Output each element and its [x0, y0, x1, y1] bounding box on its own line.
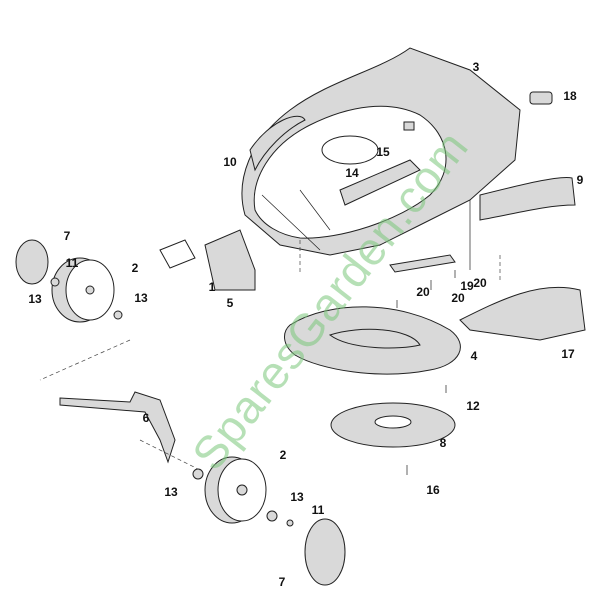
- part-label: 13: [28, 292, 42, 306]
- part-label: 20: [451, 291, 465, 305]
- part-19: [389, 254, 456, 273]
- part-5-chute: [204, 229, 256, 291]
- part-1: [159, 239, 196, 269]
- part-label: 18: [563, 89, 577, 103]
- part-10-side-trim: [249, 115, 306, 172]
- part-label: 4: [470, 349, 478, 363]
- part-label: 14: [345, 166, 359, 180]
- part-label: 10: [223, 155, 237, 169]
- part-18-label-badge: [529, 91, 553, 105]
- part-15: [403, 121, 415, 131]
- part-label: 7: [63, 229, 71, 243]
- part-label: 9: [576, 173, 584, 187]
- part-label: 1: [208, 280, 216, 294]
- part-label: 15: [376, 145, 390, 159]
- part-label: 8: [439, 436, 447, 450]
- part-label: 12: [466, 399, 480, 413]
- part-label: 11: [311, 503, 325, 517]
- part-7-hubcap-left: [15, 239, 49, 285]
- front-wheel-left: [51, 257, 115, 323]
- rear-wheel: [204, 456, 267, 524]
- part-4-blade-guard: [284, 306, 461, 375]
- part-label: 17: [561, 347, 575, 361]
- deck-housing: [241, 47, 521, 270]
- part-17-deflector: [459, 286, 586, 341]
- part-label: 13: [290, 490, 304, 504]
- part-label: 20: [473, 276, 487, 290]
- part-label: 2: [279, 448, 287, 462]
- part-label: 2: [131, 261, 139, 275]
- part-label: 7: [278, 575, 286, 589]
- part-label: 6: [142, 411, 150, 425]
- part-6-axle: [59, 391, 176, 464]
- part-label: 11: [65, 256, 79, 270]
- part-label: 19: [460, 279, 474, 293]
- part-label: 13: [134, 291, 148, 305]
- part-label: 13: [164, 485, 178, 499]
- part-label: 5: [226, 296, 234, 310]
- part-label: 16: [426, 483, 440, 497]
- part-14: [339, 159, 421, 206]
- part-label: 3: [472, 60, 480, 74]
- part-label: 20: [416, 285, 430, 299]
- part-7-hubcap-right: [304, 518, 346, 586]
- part-9-rear-flap: [479, 176, 576, 221]
